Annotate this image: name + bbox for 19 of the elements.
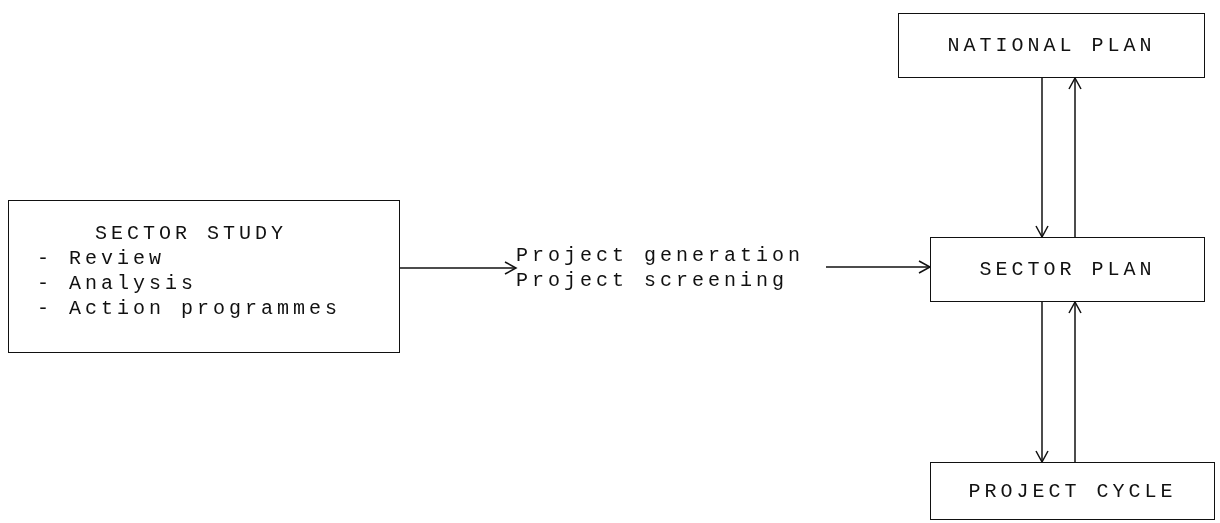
- list-item: - Action programmes: [37, 296, 343, 321]
- box-label: SECTOR PLAN: [979, 257, 1156, 282]
- flow-label: Project generation: [516, 243, 806, 268]
- box-heading: SECTOR STUDY: [94, 221, 289, 246]
- box-label: PROJECT CYCLE: [968, 478, 1177, 504]
- list-item: - Analysis: [37, 271, 199, 296]
- process-box: [8, 200, 400, 353]
- box-label: NATIONAL PLAN: [947, 33, 1156, 58]
- process-box: [930, 237, 1205, 302]
- list-item: - Review: [37, 246, 166, 271]
- arrow: [1035, 301, 1049, 463]
- flow-label: Project screening: [516, 268, 790, 293]
- arrow: [1068, 77, 1082, 238]
- arrow: [1035, 77, 1049, 238]
- process-box: [930, 462, 1215, 520]
- arrow: [1068, 301, 1082, 463]
- process-box: [898, 13, 1205, 78]
- arrow: [825, 260, 931, 274]
- arrow: [399, 261, 517, 275]
